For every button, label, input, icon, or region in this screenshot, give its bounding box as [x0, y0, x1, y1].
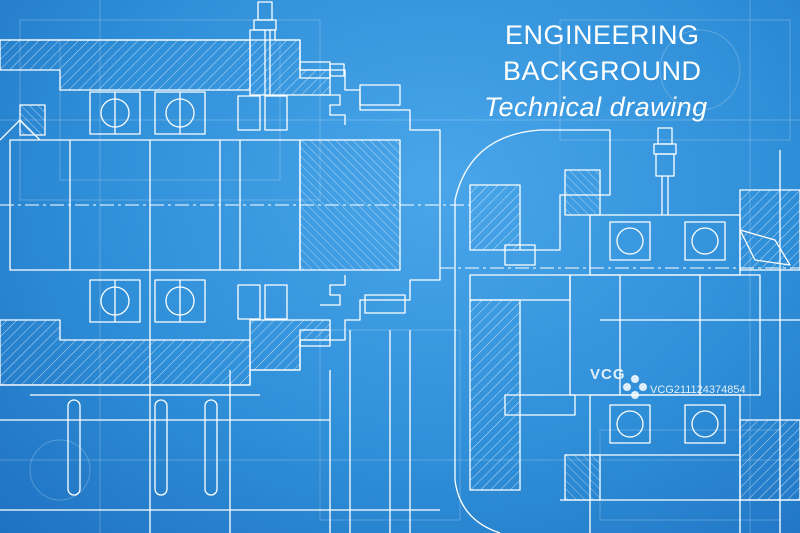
heading-line-1: ENGINEERING — [505, 20, 700, 50]
heading-line-2: BACKGROUND — [503, 56, 702, 86]
watermark-logo: VCG — [590, 366, 626, 383]
left-shaft-assembly — [0, 1, 470, 533]
watermark-id: VCG211124374854 — [650, 384, 746, 396]
right-gear-assembly — [440, 127, 800, 533]
heading-line-3: Technical drawing — [484, 92, 708, 122]
vcg-flower-icon — [623, 375, 647, 399]
